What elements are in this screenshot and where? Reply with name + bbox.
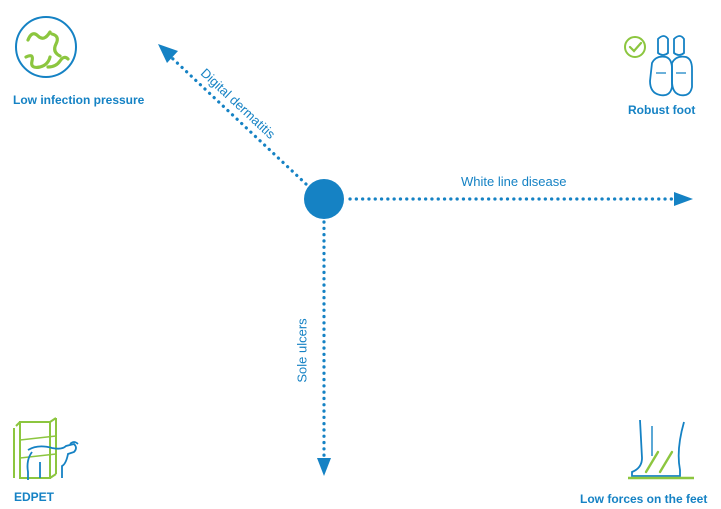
low-infection-pressure-label: Low infection pressure xyxy=(13,93,144,107)
hoof-check-icon xyxy=(624,33,694,101)
sole-ulcers-arrowhead xyxy=(317,458,331,476)
sole-ulcers-label: Sole ulcers xyxy=(295,318,310,382)
cow-pen-icon xyxy=(10,416,82,486)
origin-dot xyxy=(304,179,344,219)
low-forces-label: Low forces on the feet xyxy=(580,492,707,506)
edpet-label: EDPET xyxy=(14,490,54,504)
robust-foot-label: Robust foot xyxy=(628,103,695,117)
white-line-disease-label: White line disease xyxy=(461,174,567,189)
worms-icon xyxy=(8,12,88,92)
digital-dermatitis-axis xyxy=(172,58,306,184)
white-line-disease-arrowhead xyxy=(674,192,693,206)
digital-dermatitis-arrowhead xyxy=(158,44,178,63)
hoof-forces-icon xyxy=(626,418,696,484)
